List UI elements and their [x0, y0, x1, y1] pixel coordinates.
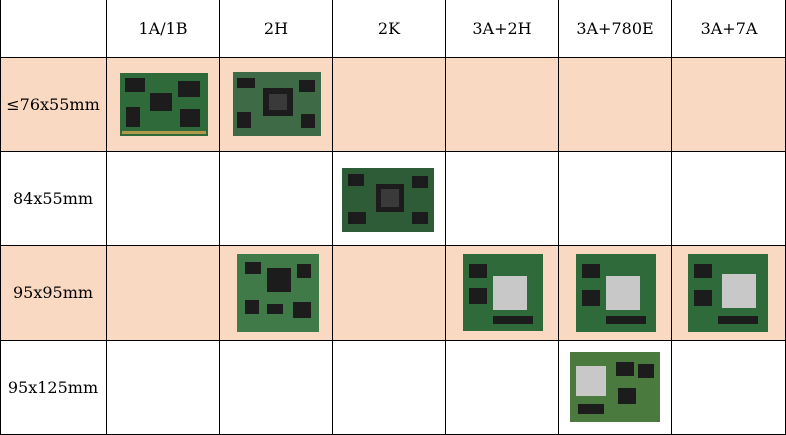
row-band-1 [0, 57, 786, 151]
column-header-2h: 2H [263, 19, 289, 38]
board-image [233, 72, 321, 136]
board-image [570, 352, 660, 422]
board-image [120, 73, 208, 136]
board-image [463, 254, 543, 331]
column-header-2k: 2K [377, 19, 401, 38]
row-band-3 [0, 245, 786, 340]
row-label-84x55: 84x55mm [12, 188, 94, 208]
board-image [342, 168, 434, 232]
row-label-76x55: ≤76x55mm [6, 94, 100, 114]
board-image [576, 254, 656, 332]
board-image [237, 254, 319, 332]
row-label-95x95: 95x95mm [12, 283, 94, 302]
column-header-1a1b: 1A/1B [138, 19, 188, 38]
column-header-3a-2h: 3A+2H [472, 19, 532, 38]
row-label-95x125: 95x125mm [7, 378, 99, 397]
column-header-3a-780e: 3A+780E [576, 19, 654, 38]
column-header-3a-7a: 3A+7A [700, 19, 758, 38]
board-image [688, 254, 768, 332]
